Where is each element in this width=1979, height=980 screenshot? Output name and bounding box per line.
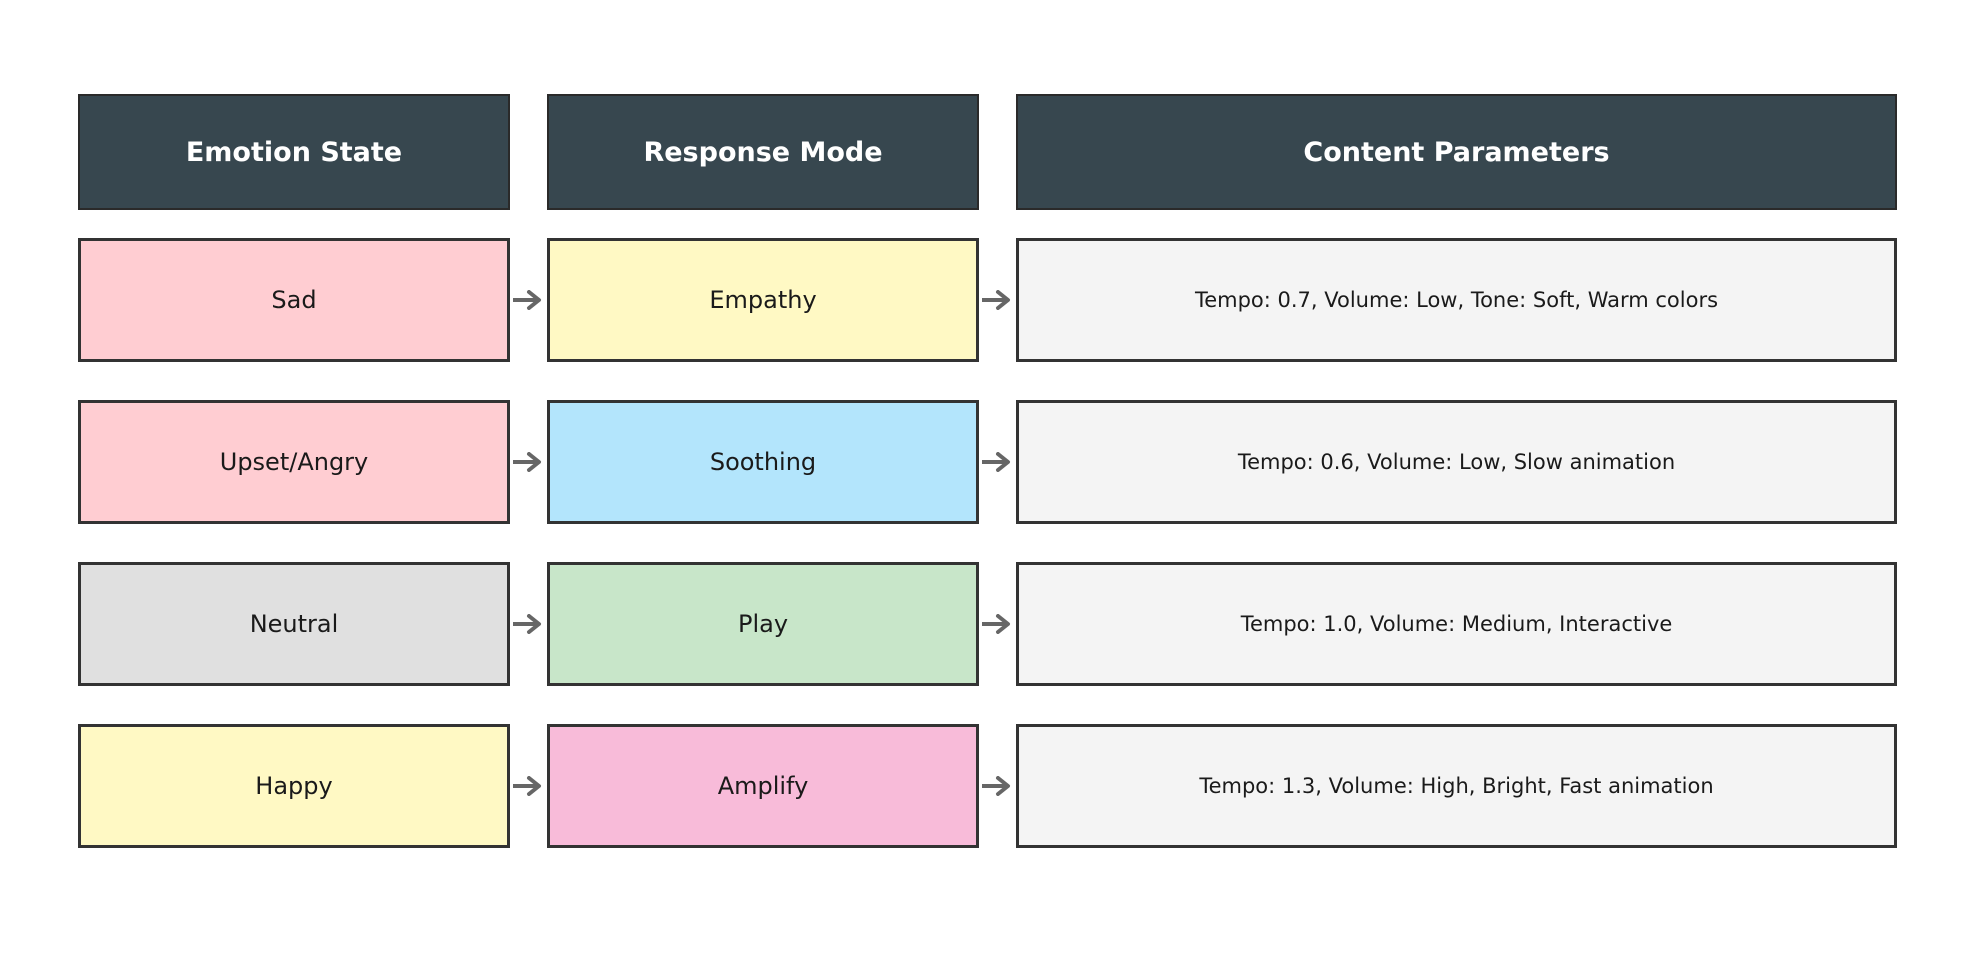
response-mode-box: Amplify [547, 724, 979, 848]
arrow-right-icon [982, 452, 1010, 472]
header-content-parameters: Content Parameters [1016, 94, 1897, 210]
content-parameters-box: Tempo: 1.0, Volume: Medium, Interactive [1016, 562, 1897, 686]
content-parameters-box: Tempo: 1.3, Volume: High, Bright, Fast a… [1016, 724, 1897, 848]
emotion-state-box: Happy [78, 724, 510, 848]
arrow-right-icon [982, 776, 1010, 796]
emotion-state-box: Upset/Angry [78, 400, 510, 524]
response-mode-box: Soothing [547, 400, 979, 524]
content-parameters-box: Tempo: 0.7, Volume: Low, Tone: Soft, War… [1016, 238, 1897, 362]
emotion-state-box: Neutral [78, 562, 510, 686]
arrow-right-icon [513, 290, 541, 310]
response-mode-box: Play [547, 562, 979, 686]
arrow-right-icon [982, 614, 1010, 634]
content-parameters-box: Tempo: 0.6, Volume: Low, Slow animation [1016, 400, 1897, 524]
arrow-right-icon [513, 776, 541, 796]
header-emotion-state: Emotion State [78, 94, 510, 210]
emotion-state-box: Sad [78, 238, 510, 362]
header-response-mode: Response Mode [547, 94, 979, 210]
arrow-right-icon [513, 614, 541, 634]
arrow-right-icon [982, 290, 1010, 310]
response-mode-box: Empathy [547, 238, 979, 362]
arrow-right-icon [513, 452, 541, 472]
